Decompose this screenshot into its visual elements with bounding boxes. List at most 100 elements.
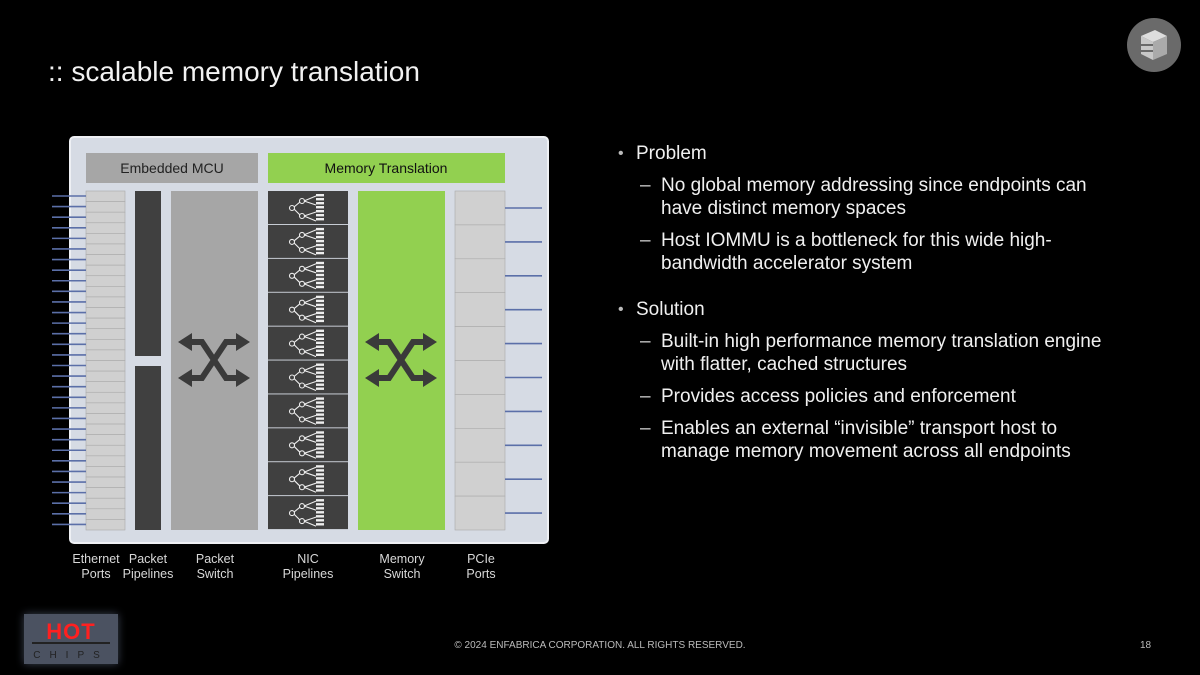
leaf: [316, 367, 324, 370]
ethernet-port-cell: [85, 233, 126, 245]
leaf: [316, 455, 324, 458]
pcie-ports: [454, 190, 542, 531]
leaf: [316, 473, 324, 476]
ethernet-port-cell: [85, 370, 126, 382]
ethernet-port-cell: [85, 275, 126, 287]
leaf: [316, 371, 324, 374]
leaf: [316, 315, 324, 319]
ethernet-port-cell: [85, 222, 126, 234]
switch-lines: [377, 339, 425, 381]
memory-translation-label: Memory Translation: [325, 160, 448, 176]
leaf: [316, 363, 324, 366]
arrowhead: [178, 333, 192, 351]
arrowhead: [236, 333, 250, 351]
leaf: [316, 477, 324, 480]
edges: [293, 195, 317, 222]
leaf: [316, 295, 324, 299]
bullet-problem: Problem: [618, 142, 1118, 165]
nic-pipeline-cell: [268, 258, 348, 292]
tree-icon: [288, 397, 324, 425]
leaf: [316, 337, 324, 340]
tree-icon: [288, 261, 324, 290]
leaf: [316, 273, 324, 277]
arrowhead: [365, 333, 379, 351]
tree-icon: [288, 295, 324, 324]
copyright-footer: © 2024 ENFABRICA CORPORATION. ALL RIGHTS…: [454, 640, 746, 651]
leaf: [316, 485, 324, 488]
ethernet-port-cell: [85, 402, 126, 414]
ethernet-port-cell: [85, 508, 126, 520]
leaf: [316, 307, 324, 311]
leaf: [316, 383, 324, 386]
pcie-port-cell: [454, 224, 506, 260]
company-logo: [1127, 18, 1181, 72]
arrowhead: [423, 369, 437, 387]
leaf: [316, 469, 324, 472]
edges: [293, 297, 317, 324]
nic-pipeline-cell: [268, 496, 348, 530]
leaf: [316, 319, 324, 323]
leaf: [316, 515, 324, 518]
ethernet-port-cell: [85, 360, 126, 372]
node: [288, 340, 296, 347]
ethernet-port-cell: [85, 423, 126, 435]
nic-pipeline-cell: [268, 360, 348, 394]
node: [288, 476, 296, 483]
leaf: [316, 435, 324, 438]
tree-icon: [288, 194, 324, 222]
sub-bullet: Host IOMMU is a bottleneck for this wide…: [618, 229, 1118, 275]
page-number: 18: [1140, 640, 1152, 651]
nic-pipeline-cell: [268, 428, 348, 462]
bullet-list: Problem No global memory addressing sinc…: [618, 142, 1118, 472]
nic-pipeline-cell: [268, 326, 348, 360]
leaf: [316, 349, 324, 352]
leaf: [316, 507, 324, 510]
slide-title: :: scalable memory translation: [48, 56, 420, 87]
ethernet-port-cell: [85, 190, 126, 202]
ethernet-port-cell: [85, 497, 126, 510]
sub-bullet: Built-in high performance memory transla…: [618, 330, 1118, 376]
pcie-port-cell: [454, 495, 506, 531]
sub-bullet: No global memory addressing since endpoi…: [618, 174, 1118, 220]
ethernet-ports: [52, 190, 126, 531]
bullet-solution: Solution: [618, 298, 1118, 321]
ethernet-port-cell: [85, 254, 126, 266]
leaf: [316, 261, 324, 265]
nic-pipeline-cell: [268, 292, 348, 326]
leaf: [316, 413, 324, 416]
pcie-port-cell: [454, 190, 506, 226]
memory-translation-block: [268, 153, 505, 183]
nic-pipeline-cell: [268, 394, 348, 428]
leaf: [316, 251, 324, 255]
ethernet-port-cell: [85, 264, 126, 277]
leaf: [316, 265, 324, 269]
leaf: [316, 303, 324, 307]
leaf: [316, 341, 324, 344]
leaf: [316, 489, 324, 492]
ethernet-port-cell: [85, 211, 126, 224]
leaf: [316, 329, 324, 332]
pcie-port-cell: [454, 326, 506, 361]
switch-lines: [190, 339, 238, 381]
node: [288, 204, 296, 212]
node: [288, 510, 296, 517]
switch-icon: [365, 333, 437, 387]
leaf: [316, 231, 324, 235]
ethernet-port-cell: [85, 286, 126, 298]
leaf: [316, 281, 324, 285]
edges: [293, 229, 317, 256]
architecture-diagram: Embedded MCU Memory Translation: [52, 136, 549, 544]
edges: [293, 364, 317, 392]
leaf: [316, 227, 324, 231]
leaf: [316, 431, 324, 434]
leaf: [316, 311, 324, 315]
leaf: [316, 511, 324, 514]
leaf: [316, 481, 324, 484]
ethernet-port-cell: [85, 444, 126, 457]
sub-bullet: Enables an external “invisible” transpor…: [618, 417, 1118, 463]
leaf: [316, 218, 324, 221]
